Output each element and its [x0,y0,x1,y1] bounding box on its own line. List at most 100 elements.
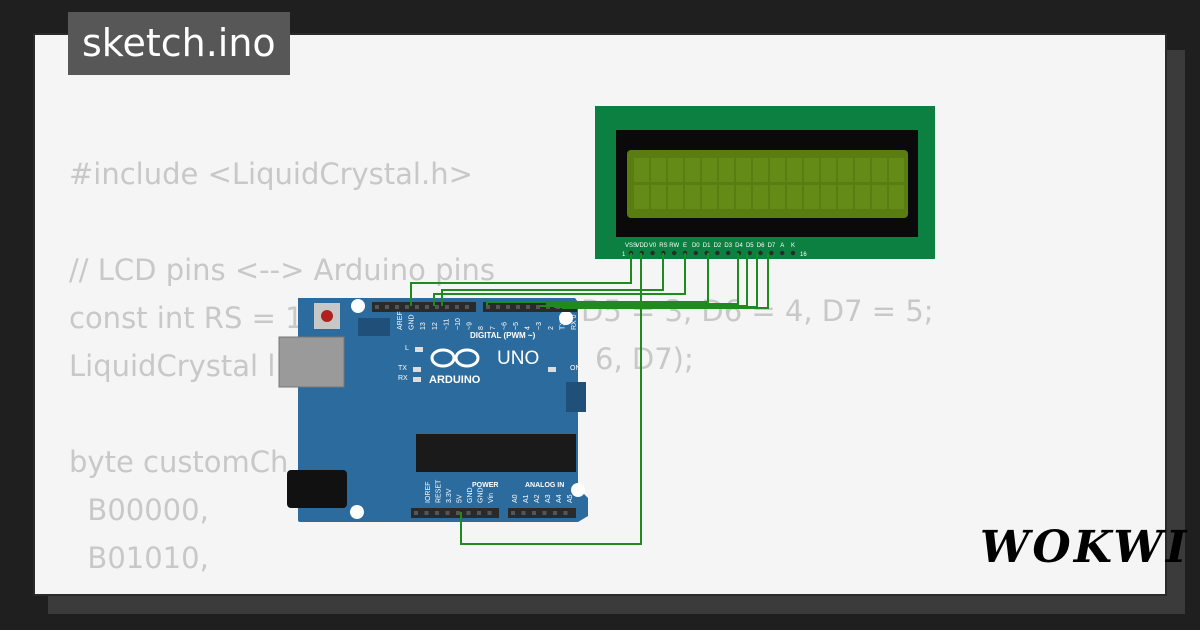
power-pin-label: GND [478,487,485,503]
header-pin [435,305,439,309]
wokwi-logo: WOKWI [980,522,1190,573]
code-line: B01010, [69,541,209,575]
power-pin-label: Vin [488,493,495,503]
status-leds: L TX RX ON [398,345,581,382]
digital-pin-label: ~11 [443,319,450,330]
digital-pin-label: 4 [525,326,532,330]
power-pin-label: IOREF [425,482,432,503]
led-indicator [415,347,423,352]
digital-pin-label: ~10 [455,318,462,330]
lcd-cell [685,158,700,182]
icsp-header-top [358,318,390,336]
lcd-pin [672,250,677,256]
header-pin [456,511,460,515]
lcd-cell [855,158,870,182]
lcd-pin-label: D6 [757,243,765,249]
lcd-cell [702,185,717,209]
lcd-pin-label: D1 [703,243,711,249]
lcd-cell [770,158,785,182]
arduino-model: UNO [497,348,539,369]
lcd-cell [770,185,785,209]
led-label: RX [398,375,408,382]
header-pin [425,305,429,309]
header-pin [532,511,536,515]
wire-gnd-vss [410,253,632,306]
wire-d7-1 [554,253,758,308]
analog-pin-label: A0 [512,494,519,503]
lcd-cell [804,158,819,182]
lcd-cell [838,158,853,182]
led-indicator [413,377,421,382]
wire-d5 [546,253,739,306]
power-jack [287,470,347,508]
header-pin [424,511,429,515]
header-pin [455,305,459,309]
analog-pin-label: A5 [567,494,574,503]
arduino-logo-icon [430,348,480,368]
lcd-character-cells [634,158,904,209]
digital-pin-label: 7 [490,326,497,330]
header-pin [496,305,500,309]
header-pin [385,305,389,309]
icsp-header-side [566,382,586,412]
lcd-cell [872,185,887,209]
header-pin [516,305,520,309]
digital-header-left [372,302,476,312]
lcd-pin [693,250,698,256]
header-pin [414,511,418,515]
power-label: POWER [472,482,498,489]
power-header [411,508,499,518]
lcd-pin-label: D2 [714,243,722,249]
lcd-pin [715,250,720,256]
code-line: B00000, [69,493,209,527]
lcd-pin-label: D0 [692,243,700,249]
digital-pin-label: TX 1 [559,315,566,330]
header-pin [415,305,419,309]
header-pin [465,305,469,309]
sketch-title: sketch.ino [68,12,290,75]
lcd-pin-label: A [780,243,784,249]
arduino-uno[interactable]: UNO ARDUINO DIGITAL (PWM ~) POWER ANALOG… [278,298,588,522]
lcd-cell [838,185,853,209]
lcd-cell [651,158,666,182]
lcd-pin-first: 1 [622,252,626,258]
lcd-cell [685,185,700,209]
led-label: ON [570,365,581,372]
lcd-pin-label: D5 [746,243,754,249]
lcd-pin [790,250,796,256]
lcd-cell [668,185,683,209]
wire-d7-2 [562,253,769,309]
lcd-pin-label: D4 [735,243,743,249]
lcd-pin [780,250,785,256]
led-indicator [413,367,421,372]
led-label: L [405,345,409,352]
header-pin [536,305,540,309]
lcd-pin-last: 16 [800,252,807,258]
lcd-cell [736,185,751,209]
lcd-cell [753,185,768,209]
lcd-pin-label: D7 [768,243,776,249]
header-pin [395,305,399,309]
lcd-cell [702,158,717,182]
digital-pin-label: AREF [397,311,404,330]
header-pin [521,511,526,515]
led-label: TX [398,365,407,372]
wires[interactable] [410,253,769,545]
wire-e [433,253,686,306]
lcd-cell [753,158,768,182]
header-pin [506,305,510,309]
header-pin [405,305,409,309]
header-pin [486,305,490,309]
digital-pin-label: ~5 [513,322,520,330]
header-pin [526,305,530,309]
header-pin [445,305,449,309]
header-pin [511,511,515,515]
lcd-cell [889,185,904,209]
lcd-pin-label: RW [669,243,679,249]
digital-pin-label: RX 0 [571,314,578,330]
lcd-cell [787,158,802,182]
digital-pin-label: ~6 [501,322,508,330]
header-pin [477,511,481,515]
